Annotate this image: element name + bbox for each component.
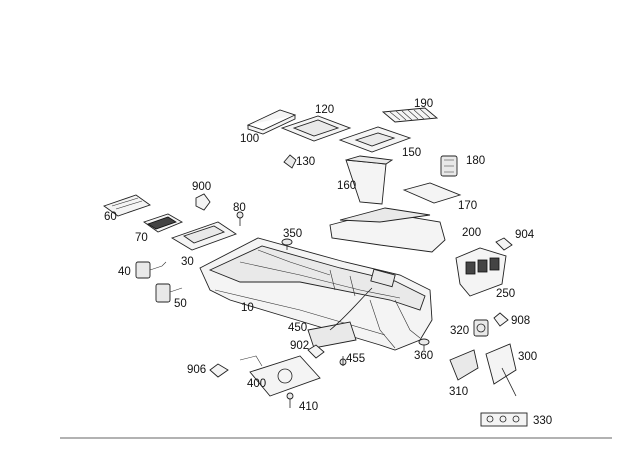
label-180: 180 bbox=[466, 155, 485, 167]
part-70-holder bbox=[143, 213, 184, 233]
label-70: 70 bbox=[135, 232, 148, 244]
label-300: 300 bbox=[518, 351, 537, 363]
label-450: 450 bbox=[288, 322, 307, 334]
label-250: 250 bbox=[496, 288, 515, 300]
leader-line bbox=[501, 367, 517, 397]
part-250-vent bbox=[455, 247, 507, 297]
part-904-label bbox=[495, 237, 513, 251]
label-120: 120 bbox=[315, 104, 334, 116]
part-120-frame bbox=[280, 115, 352, 142]
label-130: 130 bbox=[296, 156, 315, 168]
part-350-cap bbox=[281, 238, 293, 250]
label-190: 190 bbox=[414, 98, 433, 110]
label-40: 40 bbox=[118, 266, 131, 278]
part-150-trim bbox=[338, 126, 412, 153]
label-902: 902 bbox=[290, 340, 309, 352]
label-350: 350 bbox=[283, 228, 302, 240]
label-60: 60 bbox=[104, 211, 117, 223]
center-console-body bbox=[199, 237, 433, 351]
part-330-label bbox=[480, 412, 528, 427]
label-310: 310 bbox=[449, 386, 468, 398]
label-904: 904 bbox=[515, 229, 535, 241]
part-900-label bbox=[195, 193, 211, 211]
label-50: 50 bbox=[174, 298, 187, 310]
label-100: 100 bbox=[240, 133, 259, 145]
part-60-tray bbox=[103, 194, 151, 217]
part-902-label bbox=[307, 344, 325, 359]
label-10: 10 bbox=[241, 302, 254, 314]
label-150: 150 bbox=[402, 147, 421, 159]
part-160-bin bbox=[345, 155, 394, 205]
part-50-socket bbox=[155, 283, 183, 303]
label-160: 160 bbox=[337, 180, 356, 192]
part-130-clip bbox=[283, 154, 297, 169]
label-320: 320 bbox=[450, 325, 469, 337]
part-410-screw bbox=[286, 392, 294, 408]
label-906: 906 bbox=[187, 364, 206, 376]
part-300-cover bbox=[485, 343, 517, 385]
part-310-bracket bbox=[449, 349, 479, 381]
label-900: 900 bbox=[192, 181, 211, 193]
part-906-label bbox=[209, 363, 229, 378]
part-180-connector bbox=[440, 155, 458, 177]
part-400-board bbox=[239, 355, 321, 397]
part-30-frame bbox=[170, 221, 237, 251]
label-400: 400 bbox=[247, 378, 266, 390]
part-455-screw bbox=[339, 356, 347, 366]
label-410: 410 bbox=[299, 401, 318, 413]
part-80-screw bbox=[236, 211, 244, 226]
part-320-socket bbox=[473, 319, 489, 337]
label-455: 455 bbox=[346, 353, 365, 365]
label-200: 200 bbox=[462, 227, 481, 239]
label-330: 330 bbox=[533, 415, 552, 427]
part-200-armrest bbox=[329, 207, 446, 253]
label-30: 30 bbox=[181, 256, 194, 268]
part-40-socket bbox=[135, 261, 167, 279]
label-80: 80 bbox=[233, 202, 246, 214]
part-170-plate bbox=[402, 182, 462, 204]
label-908: 908 bbox=[511, 315, 530, 327]
part-100-lid bbox=[246, 109, 297, 135]
label-170: 170 bbox=[458, 200, 477, 212]
part-360-bolt bbox=[418, 338, 430, 350]
label-360: 360 bbox=[414, 350, 433, 362]
part-908-label bbox=[493, 312, 509, 327]
part-190-mat bbox=[381, 107, 439, 123]
leader-line bbox=[329, 287, 373, 331]
